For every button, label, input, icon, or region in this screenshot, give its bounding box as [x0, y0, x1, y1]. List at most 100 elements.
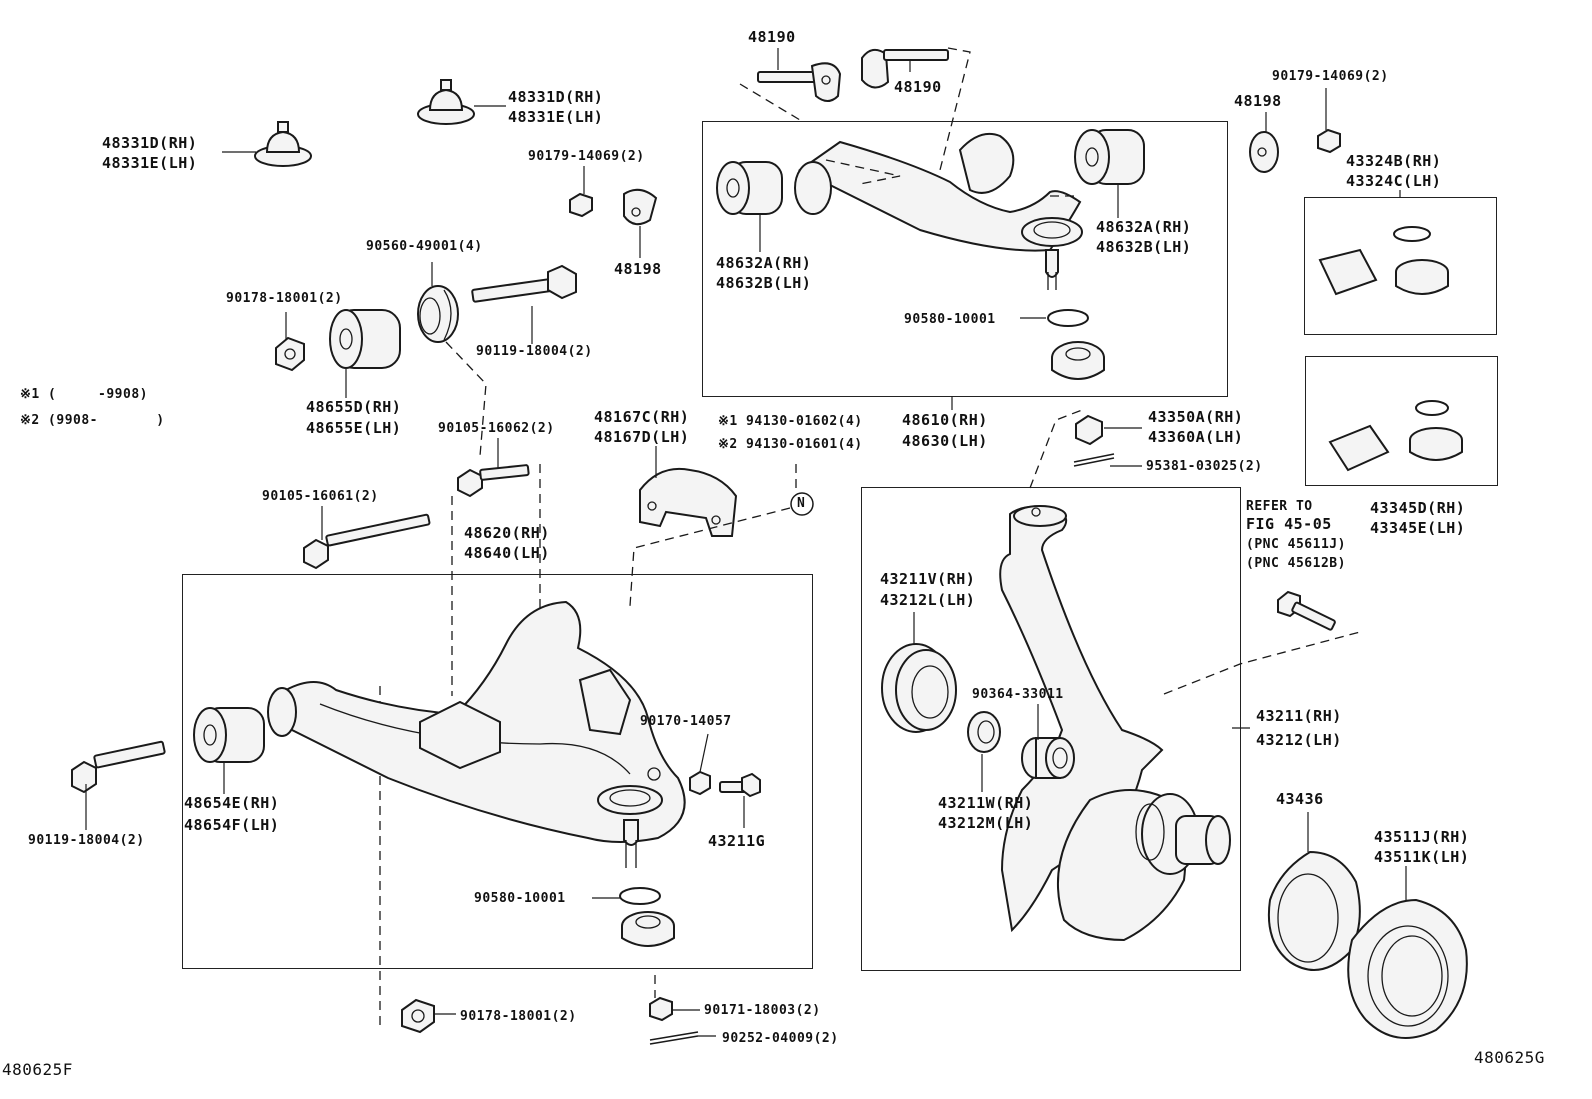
boot-kit-box-lower [1305, 356, 1498, 486]
bolt-48190-left [757, 62, 842, 102]
label-43212-lh: 43212(LH) [1256, 731, 1342, 749]
bolt-48190-right [861, 48, 949, 89]
nut-90170 [689, 770, 711, 796]
label-48331e-top: 48331E(LH) [508, 108, 604, 126]
label-48610: 48610(RH) [902, 411, 988, 429]
footer-right-code: 480625G [1474, 1048, 1545, 1067]
bushing-48654 [193, 707, 265, 763]
label-90170: 90170-14057 [640, 714, 732, 729]
lower-arm-box [182, 574, 813, 969]
bolt-90105-16062 [457, 464, 530, 498]
note-1: ※1 ( -9908) [20, 387, 148, 402]
label-48331d-left: 48331D(RH) [102, 134, 198, 152]
label-48654e: 48654E(RH) [184, 794, 280, 812]
label-43212l: 43212L(LH) [880, 591, 976, 609]
bracket-48167 [639, 468, 738, 537]
cam-48198-mid [623, 188, 658, 226]
snap-ring-lower [619, 887, 661, 905]
label-90105-16061: 90105-16061(2) [262, 489, 379, 504]
label-48654f: 48654F(LH) [184, 816, 280, 834]
label-43511k: 43511K(LH) [1374, 848, 1470, 866]
boot-upper [1051, 341, 1105, 380]
refer-line-1: REFER TO [1246, 499, 1313, 514]
bump-stop-left [254, 121, 312, 167]
nut-90178-lower [401, 998, 435, 1034]
label-90119-lower: 90119-18004(2) [28, 833, 145, 848]
bump-stop-top [417, 79, 475, 125]
oil-seal-43211w [967, 711, 1001, 753]
note-2: ※2 (9908- ) [20, 413, 165, 428]
label-43212m: 43212M(LH) [938, 814, 1034, 832]
label-43350a: 43350A(RH) [1148, 408, 1244, 426]
castle-nut-90171 [649, 996, 673, 1022]
marker-n-letter: N [797, 496, 806, 511]
label-95381: 95381-03025(2) [1146, 459, 1263, 474]
label-43211g: 43211G [708, 832, 766, 850]
label-43511j: 43511J(RH) [1374, 828, 1470, 846]
label-48190-a: 48190 [748, 28, 796, 46]
cotter-pin-90252 [649, 1031, 699, 1045]
bushing-48632-right [1074, 129, 1145, 185]
label-43324b: 43324B(RH) [1346, 152, 1442, 170]
label-43211v: 43211V(RH) [880, 570, 976, 588]
snap-ring-upper [1047, 309, 1089, 327]
bolt-45-05 [1277, 590, 1336, 631]
knuckle-box [861, 487, 1241, 971]
boot-lower [621, 911, 675, 947]
label-48640: 48640(LH) [464, 544, 550, 562]
bolt-43211g [719, 772, 761, 798]
nut-90179-mid [569, 192, 593, 218]
label-90178-upper: 90178-18001(2) [226, 291, 343, 306]
refer-line-2: FIG 45-05 [1246, 515, 1332, 533]
label-48620: 48620(RH) [464, 524, 550, 542]
label-43345e: 43345E(LH) [1370, 519, 1466, 537]
dust-cover-43511 [1347, 898, 1468, 1039]
refer-line-4: (PNC 45612B) [1246, 556, 1346, 571]
marker-n [790, 492, 814, 516]
refer-line-3: (PNC 45611J) [1246, 537, 1346, 552]
label-90364: 90364-33011 [972, 687, 1064, 702]
cam-48198-right [1249, 131, 1279, 173]
label-48655e: 48655E(LH) [306, 419, 402, 437]
bearing-90364 [1021, 737, 1075, 779]
boot-kit-43345 [1328, 400, 1463, 472]
bolt-90119-upper [471, 264, 577, 303]
label-90171: 90171-18003(2) [704, 1003, 821, 1018]
bushing-90560 [417, 285, 459, 343]
bushing-48655 [329, 309, 401, 369]
lower-control-arm [267, 600, 686, 868]
label-48331e-left: 48331E(LH) [102, 154, 198, 172]
label-48632a-right: 48632A(RH) [1096, 218, 1192, 236]
gasket-43436 [1267, 850, 1361, 971]
label-43324c: 43324C(LH) [1346, 172, 1442, 190]
label-48632a-left: 48632A(RH) [716, 254, 812, 272]
label-90179-mid: 90179-14069(2) [528, 149, 645, 164]
label-43360a: 43360A(LH) [1148, 428, 1244, 446]
label-43436: 43436 [1276, 790, 1324, 808]
label-94130-2: ※2 94130-01601(4) [718, 437, 863, 452]
upper-arm-box [702, 121, 1228, 397]
label-90252: 90252-04009(2) [722, 1031, 839, 1046]
label-43211w: 43211W(RH) [938, 794, 1034, 812]
label-48190-b: 48190 [894, 78, 942, 96]
label-48630: 48630(LH) [902, 432, 988, 450]
steering-knuckle [999, 505, 1231, 942]
footer-left-code: 480625F [2, 1060, 73, 1079]
label-90178-lower: 90178-18001(2) [460, 1009, 577, 1024]
upper-control-arm [794, 132, 1083, 290]
label-43211-rh: 43211(RH) [1256, 707, 1342, 725]
bushing-48632-left [716, 161, 783, 215]
label-48632b-right: 48632B(LH) [1096, 238, 1192, 256]
nut-90178-upper [275, 336, 305, 372]
bolt-90105-16061 [303, 513, 431, 570]
nut-43350 [1075, 414, 1103, 446]
label-48198-right: 48198 [1234, 92, 1282, 110]
boot-kit-43324 [1318, 226, 1449, 296]
label-48632b-left: 48632B(LH) [716, 274, 812, 292]
bolt-90119-lower [71, 740, 166, 794]
label-94130-1: ※1 94130-01602(4) [718, 414, 863, 429]
label-90179-right: 90179-14069(2) [1272, 69, 1389, 84]
label-90105-16062: 90105-16062(2) [438, 421, 555, 436]
